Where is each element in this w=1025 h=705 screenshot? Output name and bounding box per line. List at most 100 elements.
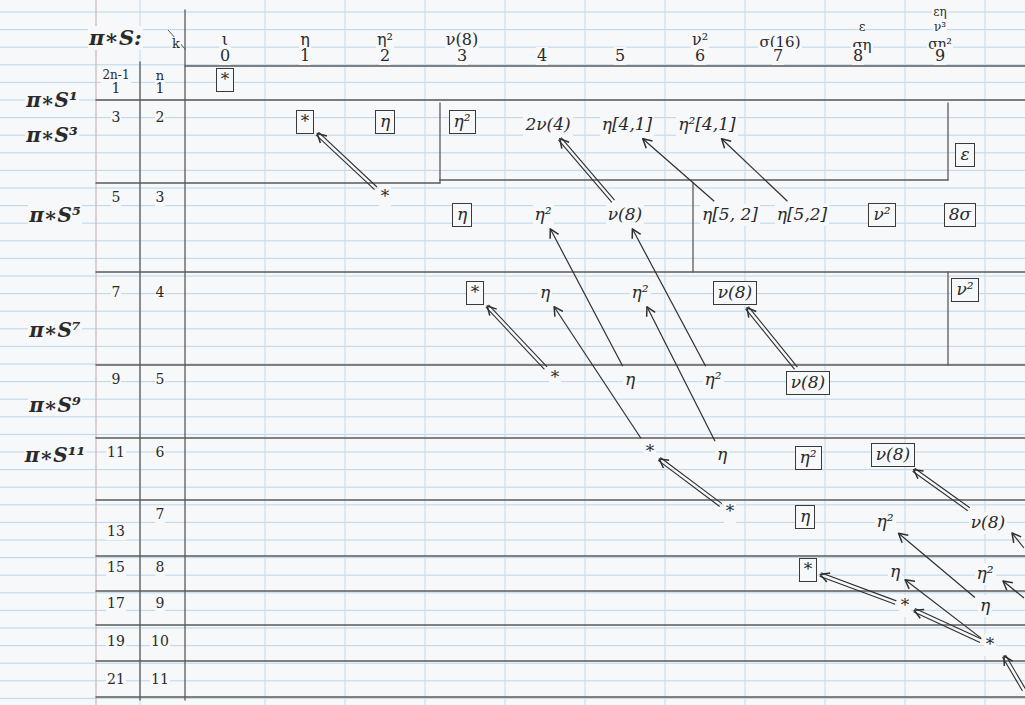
boxed-entry: η (452, 203, 472, 227)
row-number: 11 (150, 672, 170, 687)
arrow-stroke (1002, 657, 1022, 691)
arrow-stroke (899, 533, 975, 597)
ruled-line (0, 628, 1025, 629)
entry-text: η[5, 2] (702, 204, 758, 224)
offpage-arrow (1002, 655, 1025, 691)
entry: * (644, 441, 657, 463)
pencil-line (947, 103, 948, 180)
ruled-line (0, 557, 1025, 558)
arrow-stroke (915, 609, 982, 640)
pencil-line (139, 62, 140, 700)
pencil-line (96, 590, 1025, 591)
differential-arrow (643, 139, 714, 201)
ruled-line (0, 434, 1025, 435)
pencil-line (96, 499, 1025, 500)
entry-text: ν(8) (791, 372, 825, 392)
entry-text: ν(8) (876, 444, 910, 464)
arrowhead (914, 610, 924, 619)
differential-arrow (722, 139, 788, 201)
entry-text: 8σ (949, 204, 971, 224)
entry-text: * (726, 501, 735, 521)
column-header: ν(8) (445, 31, 479, 49)
entry-text: * (986, 634, 995, 654)
boxed-entry: 8σ (944, 203, 976, 227)
ruled-line (0, 346, 1025, 347)
row-number: 1 (155, 81, 166, 96)
entry-text: η² (877, 511, 894, 531)
entry-text: * (221, 69, 230, 89)
pencil-line (96, 364, 1025, 365)
axis-label: k (171, 37, 181, 51)
row-number: 8 (155, 560, 166, 575)
boxed-entry: η (375, 110, 395, 134)
row-number: 3 (111, 110, 122, 125)
entry-text: * (551, 367, 560, 387)
entry: η² (975, 563, 996, 585)
column-rule (425, 0, 426, 705)
arrow-stroke (486, 307, 545, 369)
ruled-line (0, 469, 1025, 470)
column-rule (505, 0, 506, 705)
pencil-line (96, 660, 1025, 661)
arrowhead (1003, 581, 1013, 590)
pencil-line (439, 103, 440, 180)
entry-text: ν(8) (718, 282, 752, 302)
ruled-line (0, 311, 1025, 312)
column-rule (265, 0, 266, 705)
entry: * (984, 634, 997, 656)
arrow-stroke (318, 132, 377, 187)
boxed-entry: * (799, 558, 818, 582)
arrow-stroke (820, 576, 896, 604)
pencil-line (96, 555, 1025, 556)
entry-text: η² (454, 111, 471, 131)
boxed-entry: ν(8) (713, 281, 757, 305)
column-number: 0 (219, 47, 231, 65)
ruled-line (0, 592, 1025, 593)
entry: η (715, 444, 729, 466)
column-number: 9 (934, 47, 946, 65)
differential-arrow (554, 307, 641, 438)
arrowhead (722, 139, 732, 149)
ruled-line (0, 240, 1025, 241)
column-header: ι (221, 31, 229, 49)
entry-text: η (380, 111, 390, 131)
column-header: ν² (691, 31, 709, 49)
row-number: 21 (106, 672, 126, 687)
row-number: 19 (106, 634, 126, 649)
group-label: π∗S⁵ (28, 204, 82, 226)
entry-text: η² (705, 369, 722, 389)
entry: η (978, 595, 992, 617)
entry-text: * (646, 441, 655, 461)
arrow-stroke (643, 139, 714, 201)
margin-line (95, 0, 96, 705)
entry: ν(8) (969, 512, 1007, 534)
entry: * (549, 367, 562, 389)
entry: * (379, 186, 392, 208)
arrow-stroke (1003, 581, 1024, 598)
column-header: η (299, 31, 311, 49)
differential-arrow (746, 307, 798, 370)
pencil-line (947, 272, 948, 365)
differential-arrow (632, 229, 705, 366)
column-rule (345, 0, 346, 705)
row-number: 9 (155, 596, 166, 611)
entry-text: η (980, 595, 990, 615)
ruled-line (0, 416, 1025, 417)
differential-arrow (550, 229, 623, 366)
column-rule (140, 0, 141, 705)
row-number: 5 (111, 190, 122, 205)
ruled-line (0, 135, 1025, 136)
entry-text: ε (960, 144, 969, 164)
column-number: 5 (614, 47, 626, 65)
row-number: 11 (106, 445, 126, 460)
arrowhead (643, 139, 653, 148)
boxed-entry: ν(8) (786, 371, 830, 395)
arrow-stroke (632, 229, 705, 366)
row-number: 3 (155, 190, 166, 205)
boxed-entry: η (795, 505, 815, 529)
pencil-line (185, 65, 1025, 66)
arrowhead (747, 308, 756, 318)
differential-arrow (820, 573, 897, 604)
ruled-line (0, 276, 1025, 277)
ruled-line (0, 364, 1025, 365)
